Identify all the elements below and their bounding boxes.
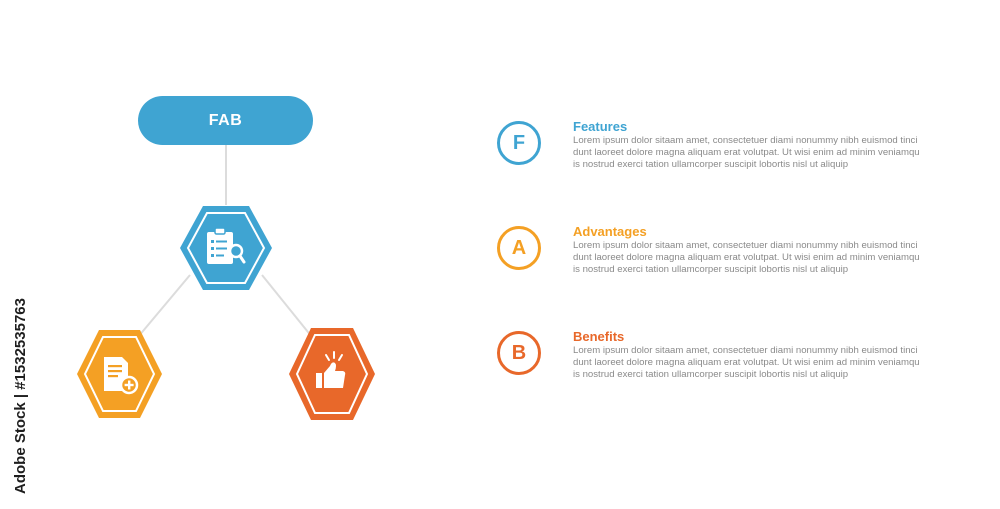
connector-line (261, 274, 313, 338)
benefits-hexagon (289, 328, 375, 420)
features-title: Features (573, 119, 628, 134)
benefits-title: Benefits (573, 329, 625, 344)
benefits-letter-circle: B (497, 331, 541, 375)
connector-line (137, 274, 191, 338)
advantages-title: Advantages (573, 224, 647, 239)
description-line: dunt laoreet dolore magna aliquam erat v… (573, 146, 920, 158)
description-line: dunt laoreet dolore magna aliquam erat v… (573, 356, 920, 368)
checklist-search-icon (207, 227, 246, 264)
fab-header-pill: FAB (138, 96, 313, 145)
benefits-letter: B (511, 341, 527, 364)
advantages-description: Lorem ipsum dolor sitaam amet, consectet… (573, 240, 920, 275)
advantages-letter-circle: A (497, 226, 541, 270)
description-line: Lorem ipsum dolor sitaam amet, consectet… (573, 240, 918, 251)
features-letter: F (512, 131, 526, 154)
features-letter-circle: F (497, 121, 541, 165)
features-item: F Features Lorem ipsum dolor sitaam amet… (497, 119, 937, 181)
benefits-item: B Benefits Lorem ipsum dolor sitaam amet… (497, 329, 937, 391)
description-line: is nostrud exerci tation ullamcorper sus… (573, 158, 849, 170)
advantages-letter: A (511, 236, 527, 259)
description-line: Lorem ipsum dolor sitaam amet, consectet… (573, 135, 918, 146)
fab-header-label: FAB (208, 111, 243, 129)
features-description: Lorem ipsum dolor sitaam amet, consectet… (573, 135, 920, 170)
stock-credit-text: Adobe Stock | #1532535763 (12, 298, 29, 494)
description-line: dunt laoreet dolore magna aliquam erat v… (573, 251, 920, 263)
description-line: Lorem ipsum dolor sitaam amet, consectet… (573, 345, 918, 356)
description-line: is nostrud exerci tation ullamcorper sus… (573, 368, 849, 380)
description-line: is nostrud exerci tation ullamcorper sus… (573, 263, 849, 275)
features-hexagon (180, 206, 272, 290)
thumbs-up-icon (316, 351, 346, 388)
advantages-hexagon (77, 330, 162, 418)
document-plus-icon (104, 357, 139, 395)
benefits-description: Lorem ipsum dolor sitaam amet, consectet… (573, 345, 920, 380)
advantages-item: A Advantages Lorem ipsum dolor sitaam am… (497, 224, 937, 286)
